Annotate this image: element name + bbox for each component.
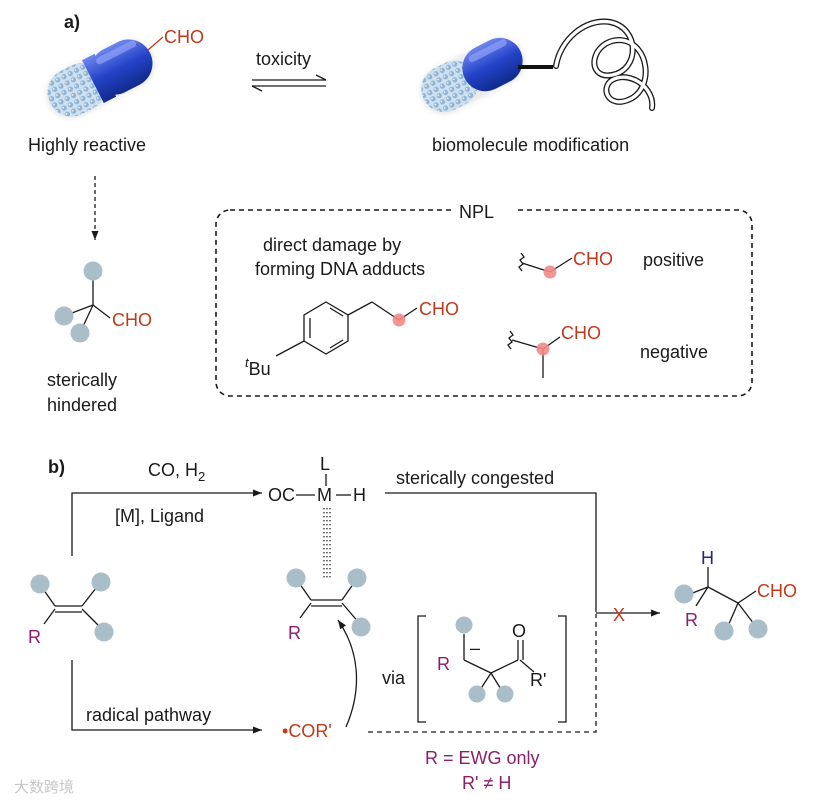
positive-fragment [518, 252, 573, 279]
product-cho: CHO [757, 581, 797, 601]
tbu-superscript: t [245, 355, 250, 370]
panel-a-label: a) [64, 12, 80, 32]
negative-cho: CHO [561, 323, 601, 343]
tbu-phenylpropanal-structure [275, 301, 418, 357]
highly-reactive-caption: Highly reactive [28, 135, 146, 155]
positive-cho: CHO [573, 249, 613, 269]
hindered-caption-1: sterically [47, 370, 117, 390]
reagent-co-h2: CO, H2 [148, 460, 205, 484]
right-bracket [558, 615, 567, 723]
enolate-intermediate [455, 616, 535, 703]
watermark: 大数跨境 [14, 778, 74, 796]
panel-b-label: b) [48, 457, 65, 477]
drug-capsule-right [419, 37, 525, 115]
capsule-cho-label: CHO [164, 27, 204, 47]
drug-capsule-left [46, 38, 155, 119]
product-H: H [701, 548, 714, 568]
congested-route-line [385, 492, 597, 612]
condition-rprime-b: H [493, 773, 511, 793]
blocked-x: X [613, 605, 625, 625]
npl-title: NPL [459, 202, 494, 222]
reagent-co-h2-sub: 2 [198, 469, 205, 484]
hindered-cho-label: CHO [112, 310, 152, 330]
radical-dashed-route [368, 614, 597, 733]
tbu-main: Bu [249, 359, 271, 379]
intermediate-Rprime: R' [530, 670, 546, 690]
left-bracket [417, 615, 426, 723]
alkene-R-2: R [288, 623, 301, 643]
acyl-radical: •COR' [282, 721, 332, 741]
capsule-cho-bond [147, 36, 164, 51]
starting-alkene [30, 572, 114, 642]
product-R: R [685, 610, 698, 630]
radical-attack-arrow [337, 619, 358, 728]
condition-rprime: R' ≠ H [462, 773, 511, 793]
intermediate-R: R [437, 654, 450, 674]
radical-pathway-label: radical pathway [86, 705, 211, 725]
complex-L: L [320, 454, 330, 474]
complex-H: H [353, 485, 366, 505]
npl-text-2: forming DNA adducts [255, 259, 425, 279]
reagent-catalyst: [M], Ligand [115, 506, 204, 526]
agostic-hash-bond [323, 508, 331, 578]
negative-label: negative [640, 342, 708, 362]
congested-label: sterically congested [396, 468, 554, 488]
hindered-caption-2: hindered [47, 395, 117, 415]
condition-rprime-a: R' [462, 773, 483, 793]
intermediate-O: O [512, 621, 526, 641]
complex-M: M [317, 485, 332, 505]
toxicity-label: toxicity [256, 49, 311, 69]
hindered-aldehyde [54, 261, 111, 343]
intermediate-minus: – [470, 638, 480, 658]
radical-species: COR' [288, 721, 331, 741]
npl-mol-cho: CHO [419, 299, 459, 319]
radical-route-line [71, 660, 262, 734]
condition-ewg: R = EWG only [425, 748, 540, 768]
alkene-R: R [28, 627, 41, 647]
tbu-label: tBu [245, 355, 271, 379]
npl-text-1: direct damage by [263, 235, 401, 255]
biomolecule-modification-caption: biomolecule modification [432, 135, 629, 155]
coordinated-alkene [286, 568, 371, 637]
via-label: via [382, 668, 406, 688]
positive-label: positive [643, 250, 704, 270]
product-aldehyde [674, 567, 768, 641]
equilibrium-arrows [251, 74, 327, 92]
complex-OC: OC [268, 485, 295, 505]
condition-neq: ≠ [483, 773, 493, 793]
negative-fragment [507, 330, 561, 378]
reagent-co-h2-main: CO, H [148, 460, 198, 480]
top-route-line [71, 489, 262, 556]
radical-dot: • [282, 721, 288, 741]
